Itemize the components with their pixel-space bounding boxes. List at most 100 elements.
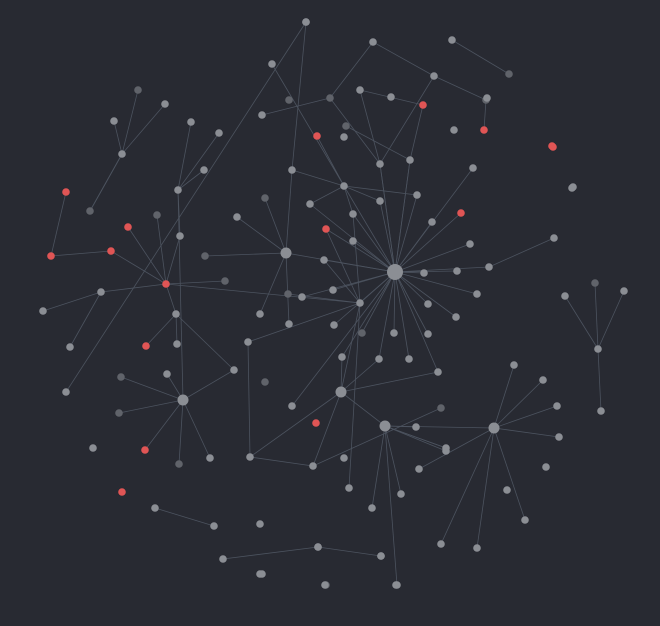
graph-node[interactable]: [473, 290, 481, 298]
graph-node[interactable]: [442, 444, 450, 452]
graph-node[interactable]: [349, 210, 357, 218]
graph-node[interactable]: [118, 150, 126, 158]
graph-node[interactable]: [134, 86, 142, 94]
graph-node[interactable]: [434, 368, 442, 376]
graph-node[interactable]: [177, 394, 189, 406]
graph-node[interactable]: [309, 462, 317, 470]
graph-node[interactable]: [424, 330, 432, 338]
graph-node[interactable]: [597, 407, 605, 415]
graph-node[interactable]: [320, 256, 328, 264]
graph-node[interactable]: [141, 446, 149, 454]
graph-node[interactable]: [244, 338, 252, 346]
graph-node[interactable]: [392, 581, 400, 589]
graph-node[interactable]: [469, 164, 477, 172]
graph-node[interactable]: [326, 94, 334, 102]
graph-node[interactable]: [539, 376, 547, 384]
graph-node[interactable]: [97, 288, 105, 296]
graph-node[interactable]: [288, 402, 296, 410]
graph-node[interactable]: [387, 264, 403, 280]
graph-node[interactable]: [466, 240, 474, 248]
graph-node[interactable]: [39, 307, 47, 315]
graph-node[interactable]: [187, 118, 195, 126]
graph-node[interactable]: [256, 570, 264, 578]
graph-node[interactable]: [549, 143, 557, 151]
graph-node[interactable]: [163, 370, 171, 378]
graph-node[interactable]: [110, 117, 118, 125]
graph-node[interactable]: [591, 279, 599, 287]
graph-node[interactable]: [338, 353, 346, 361]
graph-node[interactable]: [47, 252, 55, 260]
graph-node[interactable]: [453, 267, 461, 275]
graph-node[interactable]: [345, 484, 353, 492]
graph-node[interactable]: [505, 70, 513, 78]
graph-node[interactable]: [430, 72, 438, 80]
graph-node[interactable]: [424, 300, 432, 308]
graph-node[interactable]: [480, 126, 488, 134]
graph-node[interactable]: [261, 194, 269, 202]
graph-node[interactable]: [569, 183, 577, 191]
graph-node[interactable]: [201, 252, 209, 260]
graph-node[interactable]: [550, 234, 558, 242]
graph-node[interactable]: [172, 310, 180, 318]
graph-node[interactable]: [210, 522, 218, 530]
graph-node[interactable]: [306, 200, 314, 208]
graph-node[interactable]: [176, 232, 184, 240]
graph-node[interactable]: [161, 100, 169, 108]
graph-node[interactable]: [221, 277, 229, 285]
graph-node[interactable]: [246, 453, 254, 461]
graph-node[interactable]: [369, 38, 377, 46]
graph-node[interactable]: [368, 504, 376, 512]
graph-node[interactable]: [376, 197, 384, 205]
graph-node[interactable]: [256, 520, 264, 528]
graph-node[interactable]: [405, 355, 413, 363]
graph-node[interactable]: [406, 156, 414, 164]
graph-node[interactable]: [173, 340, 181, 348]
graph-node[interactable]: [437, 404, 445, 412]
graph-node[interactable]: [485, 263, 493, 271]
graph-node[interactable]: [620, 287, 628, 295]
graph-node[interactable]: [340, 133, 348, 141]
graph-node[interactable]: [413, 191, 421, 199]
graph-node[interactable]: [542, 463, 550, 471]
graph-node[interactable]: [457, 209, 465, 217]
graph-node[interactable]: [335, 386, 347, 398]
graph-node[interactable]: [107, 247, 115, 255]
graph-node[interactable]: [298, 293, 306, 301]
graph-node[interactable]: [322, 225, 330, 233]
graph-nodes[interactable]: [39, 18, 628, 589]
graph-node[interactable]: [261, 378, 269, 386]
graph-node[interactable]: [117, 373, 125, 381]
graph-node[interactable]: [151, 504, 159, 512]
graph-node[interactable]: [349, 237, 357, 245]
graph-node[interactable]: [342, 122, 350, 130]
graph-node[interactable]: [448, 36, 456, 44]
graph-node[interactable]: [483, 94, 491, 102]
graph-node[interactable]: [419, 101, 427, 109]
graph-node[interactable]: [142, 342, 150, 350]
graph-node[interactable]: [390, 329, 398, 337]
graph-node[interactable]: [379, 420, 391, 432]
graph-node[interactable]: [412, 423, 420, 431]
graph-node[interactable]: [66, 343, 74, 351]
graph-node[interactable]: [330, 321, 338, 329]
graph-node[interactable]: [230, 366, 238, 374]
graph-node[interactable]: [356, 299, 364, 307]
graph-node[interactable]: [256, 310, 264, 318]
graph-node[interactable]: [280, 247, 292, 259]
graph-node[interactable]: [62, 188, 70, 196]
graph-node[interactable]: [387, 93, 395, 101]
graph-node[interactable]: [594, 345, 602, 353]
graph-node[interactable]: [62, 388, 70, 396]
graph-node[interactable]: [174, 186, 182, 194]
graph-node[interactable]: [428, 218, 436, 226]
graph-node[interactable]: [450, 126, 458, 134]
graph-node[interactable]: [314, 543, 322, 551]
graph-node[interactable]: [358, 329, 366, 337]
graph-node[interactable]: [200, 166, 208, 174]
graph-node[interactable]: [233, 213, 241, 221]
graph-node[interactable]: [510, 361, 518, 369]
graph-node[interactable]: [175, 460, 183, 468]
graph-node[interactable]: [503, 486, 511, 494]
graph-node[interactable]: [437, 540, 445, 548]
graph-node[interactable]: [356, 86, 364, 94]
